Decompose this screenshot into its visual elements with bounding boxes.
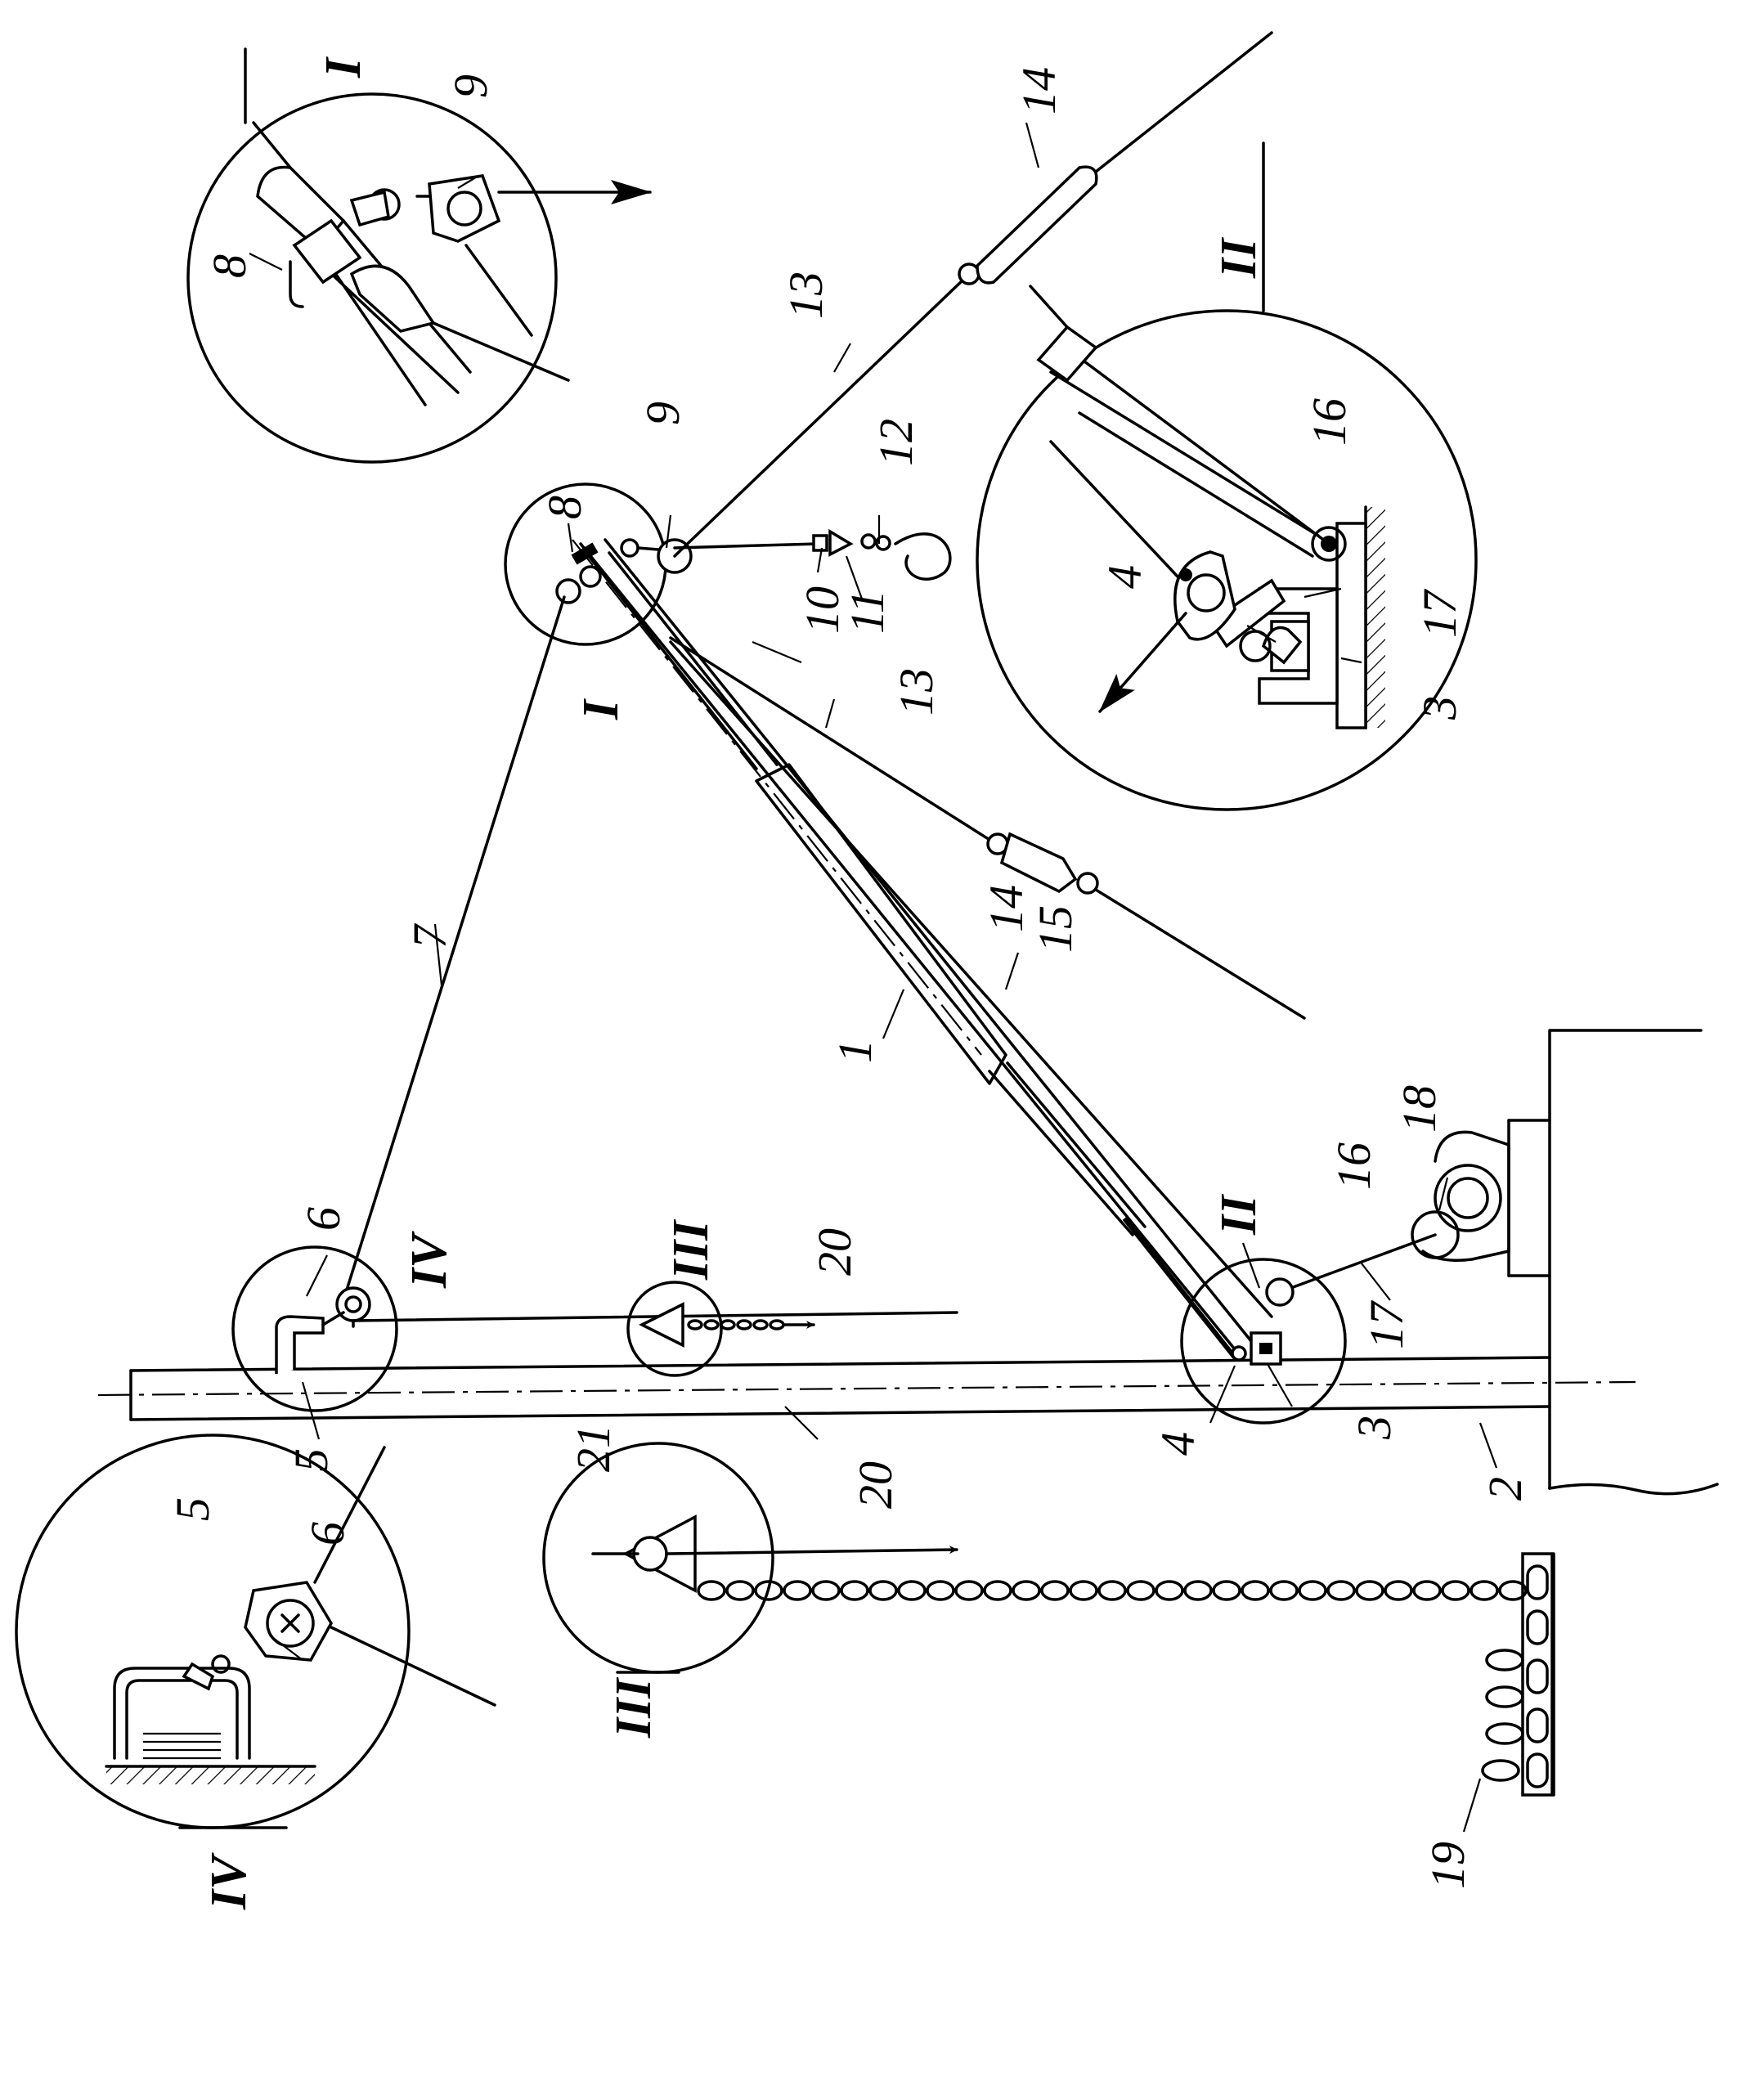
- view-label-I-detail: I: [316, 56, 371, 79]
- view-labels: I I II II III III IV IV: [201, 56, 1267, 1910]
- label-5: 5: [285, 1448, 338, 1472]
- label-16: 16: [1327, 1142, 1380, 1190]
- detail-III-chain: [542, 1442, 1528, 1674]
- detail-I: [186, 47, 652, 464]
- label-2: 2: [1479, 1477, 1532, 1501]
- label-1: 1: [828, 1039, 882, 1063]
- label-14-lower: 14: [980, 885, 1033, 932]
- view-label-IV: IV: [402, 1231, 457, 1289]
- label-6-detail: 6: [301, 1522, 354, 1546]
- boom-foot: [1180, 1258, 1347, 1425]
- view-label-IV-detail: IV: [201, 1852, 257, 1910]
- view-label-II: II: [1211, 1194, 1267, 1236]
- label-8: 8: [538, 496, 591, 519]
- leader-lines: [249, 122, 1498, 1833]
- ground-base: [1507, 1029, 1719, 1496]
- label-20-upper: 20: [808, 1228, 861, 1276]
- label-17-detail: 17: [1413, 589, 1466, 638]
- label-9: 9: [636, 402, 689, 425]
- view-label-III-detail: III: [606, 1677, 662, 1739]
- label-6: 6: [297, 1207, 350, 1231]
- label-17: 17: [1360, 1300, 1413, 1349]
- label-12: 12: [869, 419, 922, 466]
- view-label-II-detail: II: [1211, 237, 1267, 279]
- label-10: 10: [796, 586, 849, 634]
- rope-7: [342, 595, 566, 1302]
- label-7: 7: [403, 923, 456, 949]
- label-19: 19: [1421, 1842, 1474, 1889]
- guy-ropes: [669, 31, 1306, 1020]
- boom: [572, 538, 1273, 1359]
- label-18: 18: [1393, 1085, 1446, 1133]
- label-11: 11: [841, 590, 894, 634]
- view-label-III: III: [663, 1219, 719, 1281]
- mast-mid: [626, 1281, 815, 1377]
- detail-IV: [15, 1434, 496, 1829]
- mast-anchor: [231, 1245, 958, 1412]
- winch: [1278, 1130, 1510, 1294]
- label-13-upper: 13: [779, 271, 832, 319]
- label-14-upper: 14: [1012, 67, 1066, 114]
- label-9-detail: 9: [444, 74, 497, 98]
- label-4-detail: 4: [1098, 565, 1151, 589]
- label-4: 4: [1151, 1432, 1205, 1456]
- label-15: 15: [1029, 905, 1082, 953]
- label-5-detail: 5: [166, 1497, 219, 1521]
- view-label-I: I: [573, 698, 629, 720]
- label-3: 3: [1348, 1416, 1401, 1440]
- label-21: 21: [567, 1425, 620, 1472]
- ground-chain: [1481, 1552, 1555, 1797]
- label-8-detail: 8: [203, 254, 256, 278]
- label-3-detail: 3: [1413, 696, 1466, 720]
- label-13-lower: 13: [890, 668, 943, 716]
- mast: [97, 1356, 1636, 1421]
- label-16-detail: 16: [1303, 398, 1356, 446]
- part-labels: 1 2 3 4 5 6 7 8 9 10 11 12 13 13 14 14 1…: [166, 67, 1532, 1889]
- detail-II: [976, 141, 1478, 811]
- label-20-lower: 20: [849, 1461, 902, 1509]
